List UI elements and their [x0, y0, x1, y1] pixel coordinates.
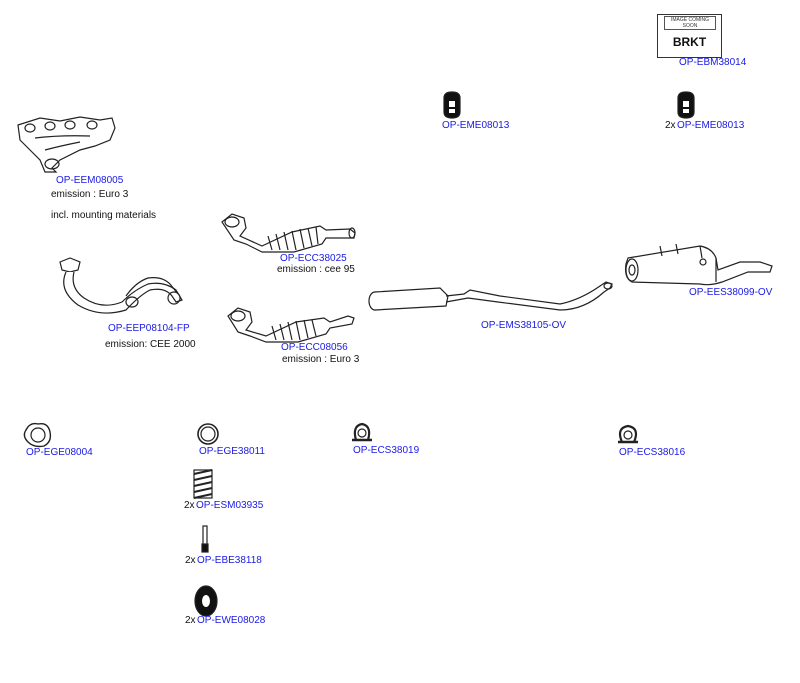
catalytic-converter-2-drawing[interactable]	[227, 307, 355, 343]
gasket-1-drawing[interactable]	[23, 422, 52, 448]
part-qty-ebe38118: 2x	[185, 555, 196, 566]
part-note-eep08104: emission: CEE 2000	[105, 339, 196, 350]
clamp-2-drawing[interactable]	[618, 424, 638, 444]
part-code-ewe08028[interactable]: OP-EWE08028	[197, 615, 266, 626]
rubber-hanger-2-drawing[interactable]	[677, 91, 695, 119]
part-code-ebe38118[interactable]: OP-EBE38118	[197, 555, 262, 566]
gasket-2-drawing[interactable]	[197, 423, 219, 445]
part-code-esm03935[interactable]: OP-ESM03935	[196, 500, 264, 511]
middle-silencer-drawing[interactable]	[368, 281, 613, 311]
part-code-ees38099[interactable]: OP-EES38099-OV	[689, 287, 773, 298]
part-code-ecs38016[interactable]: OP-ECS38016	[619, 447, 686, 458]
part-code-ege08004[interactable]: OP-EGE08004	[26, 447, 93, 458]
part-code-ems38105[interactable]: OP-EMS38105-OV	[481, 320, 567, 331]
part-code-ecc38025[interactable]: OP-ECC38025	[280, 253, 347, 264]
front-pipe-drawing[interactable]	[59, 257, 183, 314]
clamp-1-drawing[interactable]	[352, 422, 372, 442]
part-qty-ewe08028: 2x	[185, 615, 196, 626]
washer-drawing[interactable]	[194, 585, 218, 617]
bracket-label: BRKT	[672, 35, 707, 49]
part-code-ege38011[interactable]: OP-EGE38011	[199, 446, 265, 457]
part-code-eme08013-2[interactable]: OP-EME08013	[677, 120, 745, 131]
part-note-eem08005-mounting: incl. mounting materials	[51, 210, 157, 221]
part-code-eep08104[interactable]: OP-EEP08104-FP	[108, 323, 190, 334]
part-qty-eme08013: 2x	[665, 120, 676, 131]
part-note-ecc08056: emission : Euro 3	[282, 354, 360, 365]
part-code-ecs38019[interactable]: OP-ECS38019	[353, 445, 420, 456]
exhaust-manifold-drawing[interactable]	[17, 116, 116, 173]
part-code-eem08005[interactable]: OP-EEM08005	[56, 175, 124, 186]
rubber-hanger-1-drawing[interactable]	[443, 91, 461, 119]
part-qty-esm03935: 2x	[184, 500, 195, 511]
rear-silencer-drawing[interactable]	[625, 243, 773, 286]
catalytic-converter-1-drawing[interactable]	[221, 213, 356, 253]
part-note-ecc38025: emission : cee 95	[277, 264, 355, 275]
image-coming-soon-placeholder[interactable]: IMAGE COMING SOON BRKT	[657, 14, 722, 58]
spring-drawing[interactable]	[193, 469, 213, 499]
part-code-eme08013[interactable]: OP-EME08013	[442, 120, 510, 131]
image-coming-soon-text: IMAGE COMING SOON	[664, 16, 716, 30]
part-code-ebm38014[interactable]: OP-EBM38014	[679, 57, 747, 68]
bolt-drawing[interactable]	[201, 525, 209, 553]
part-code-ecc08056[interactable]: OP-ECC08056	[281, 342, 348, 353]
part-note-eem08005-emission: emission : Euro 3	[51, 189, 129, 200]
